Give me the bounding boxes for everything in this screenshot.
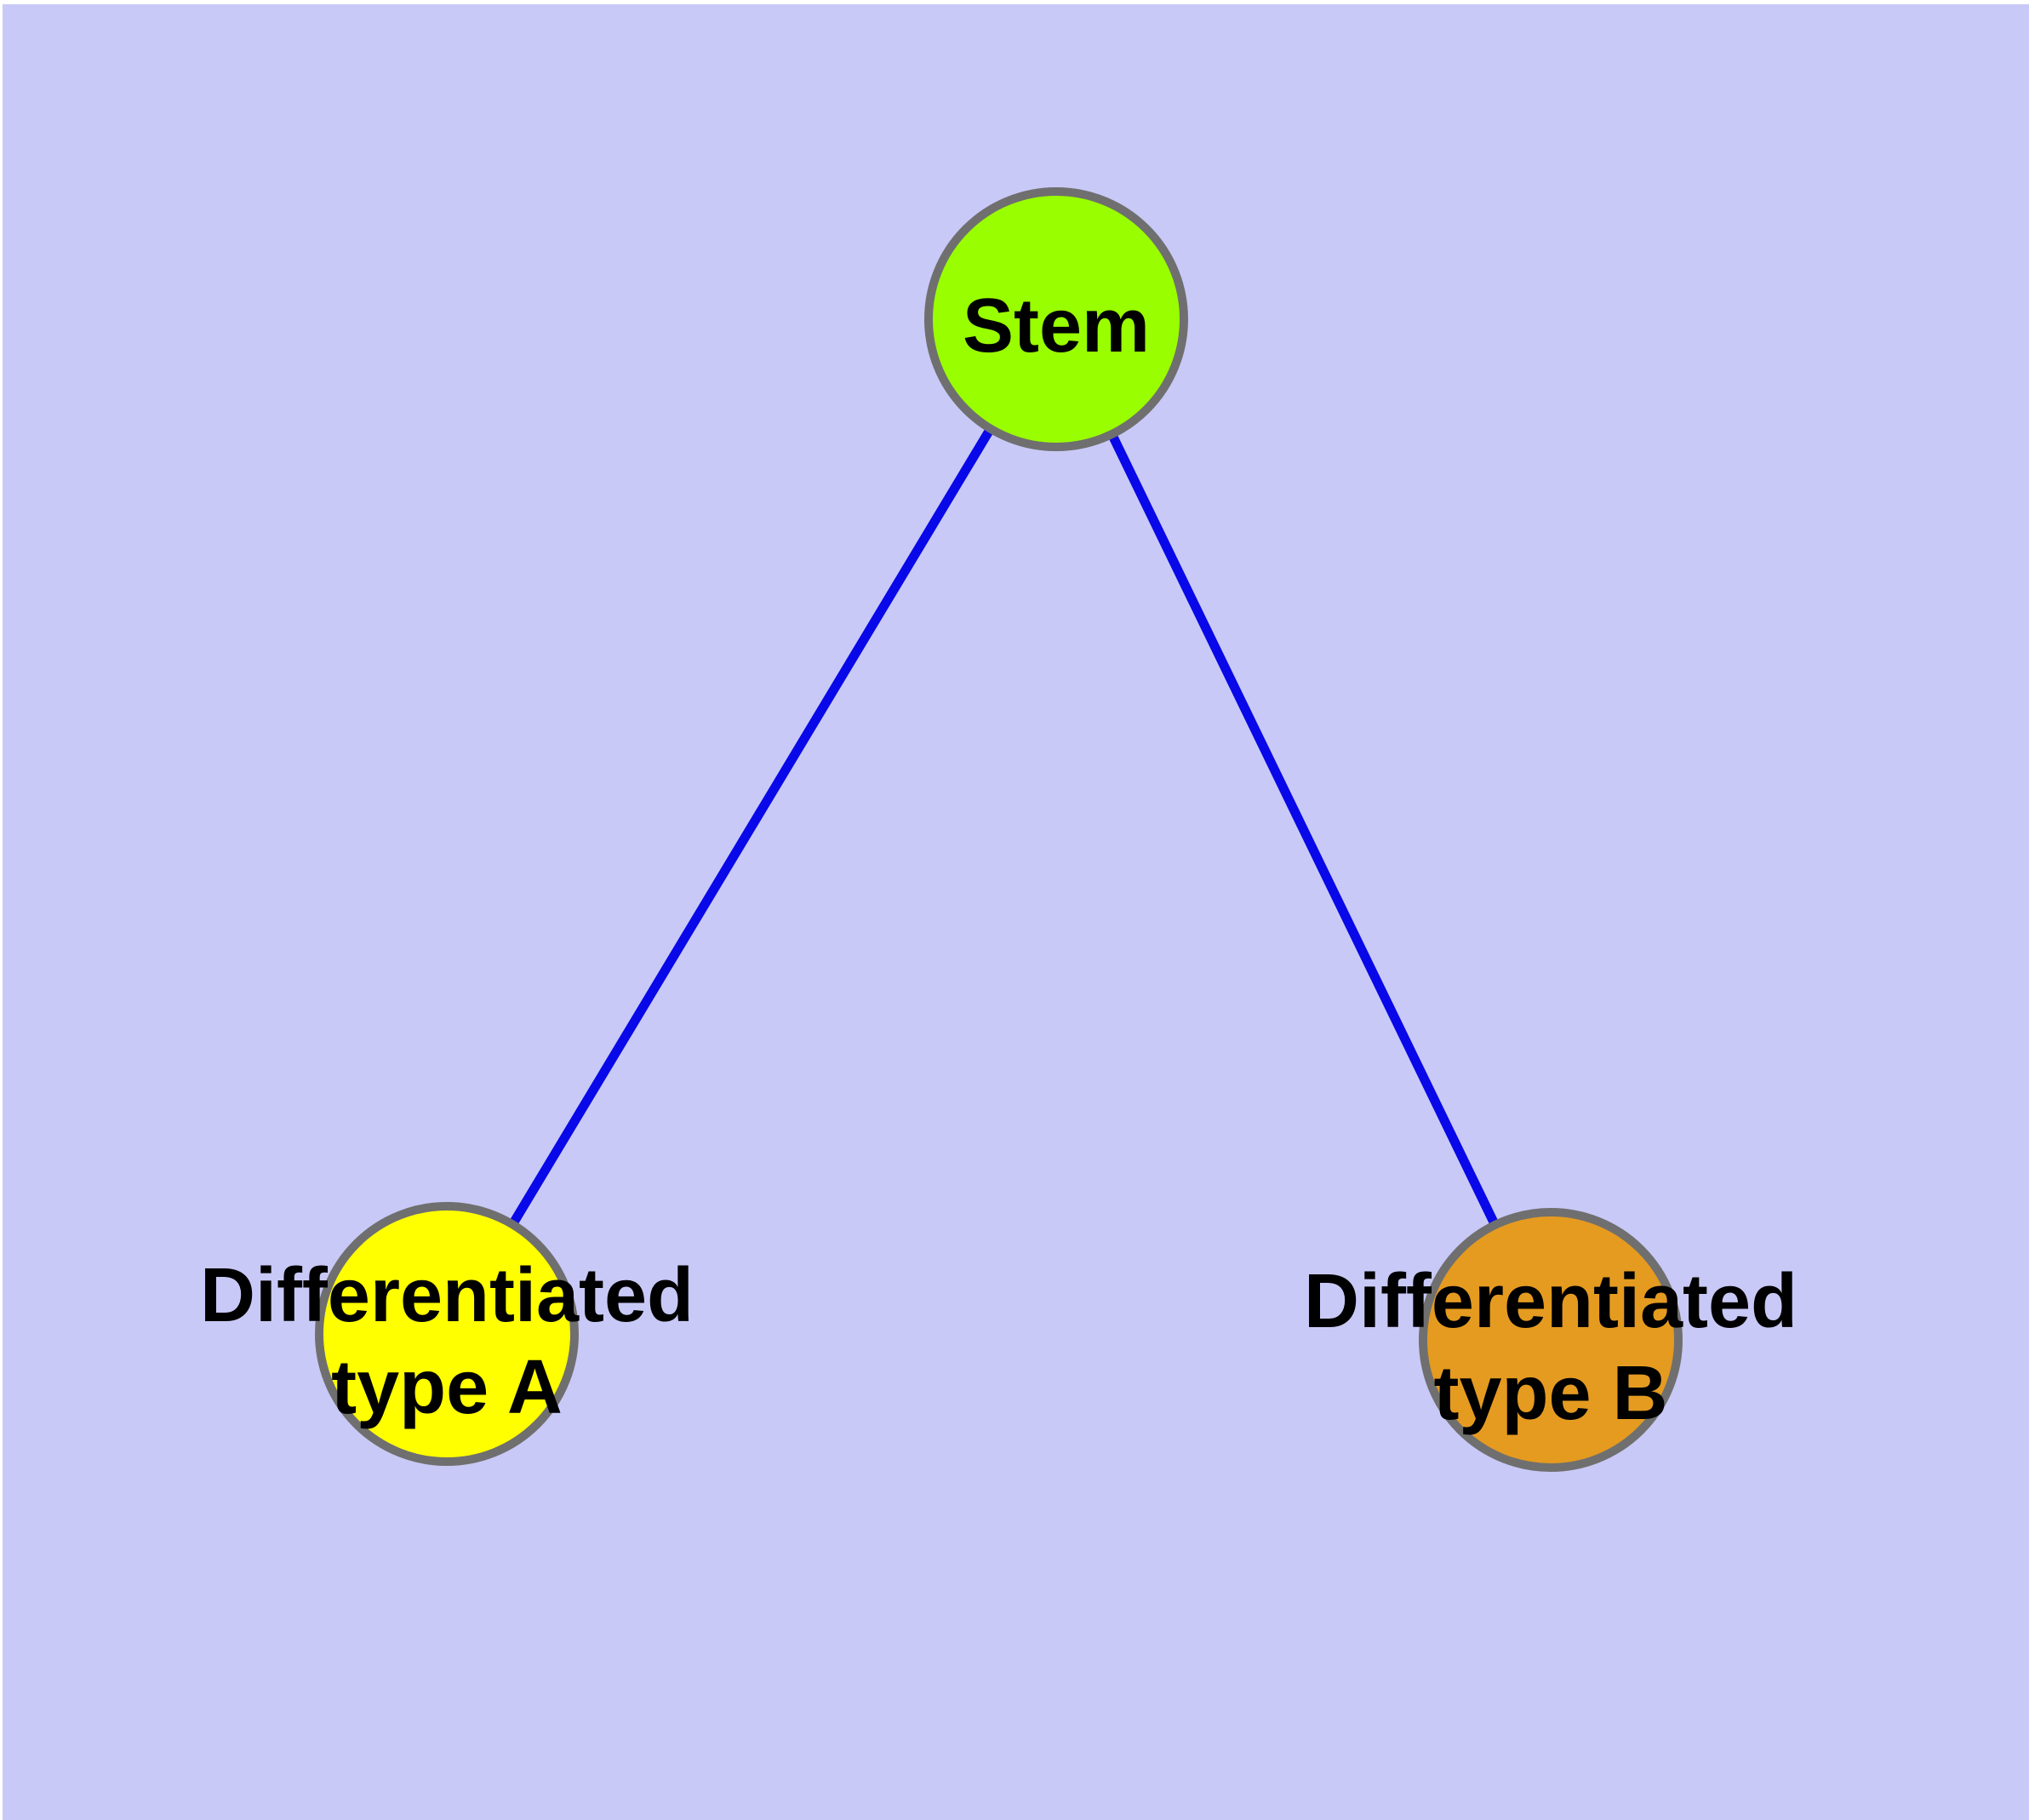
node-differentiated-type-b-label-line2: type B	[1433, 1351, 1667, 1436]
node-differentiated-type-a-label-line2: type A	[331, 1345, 563, 1430]
edge-stem-to-differentiated-type-a	[443, 317, 1060, 1336]
node-stem-label: Stem	[963, 283, 1150, 369]
node-differentiated-type-b-circle	[1419, 1208, 1683, 1472]
node-differentiated-type-a-circle	[315, 1202, 579, 1466]
node-differentiated-type-b-label-line1: Differentiated	[1304, 1259, 1798, 1344]
node-differentiated-type-a-label-line1: Differentiated	[200, 1253, 694, 1338]
node-stem-circle	[924, 187, 1188, 451]
edge-stem-to-differentiated-type-b	[1052, 317, 1555, 1342]
